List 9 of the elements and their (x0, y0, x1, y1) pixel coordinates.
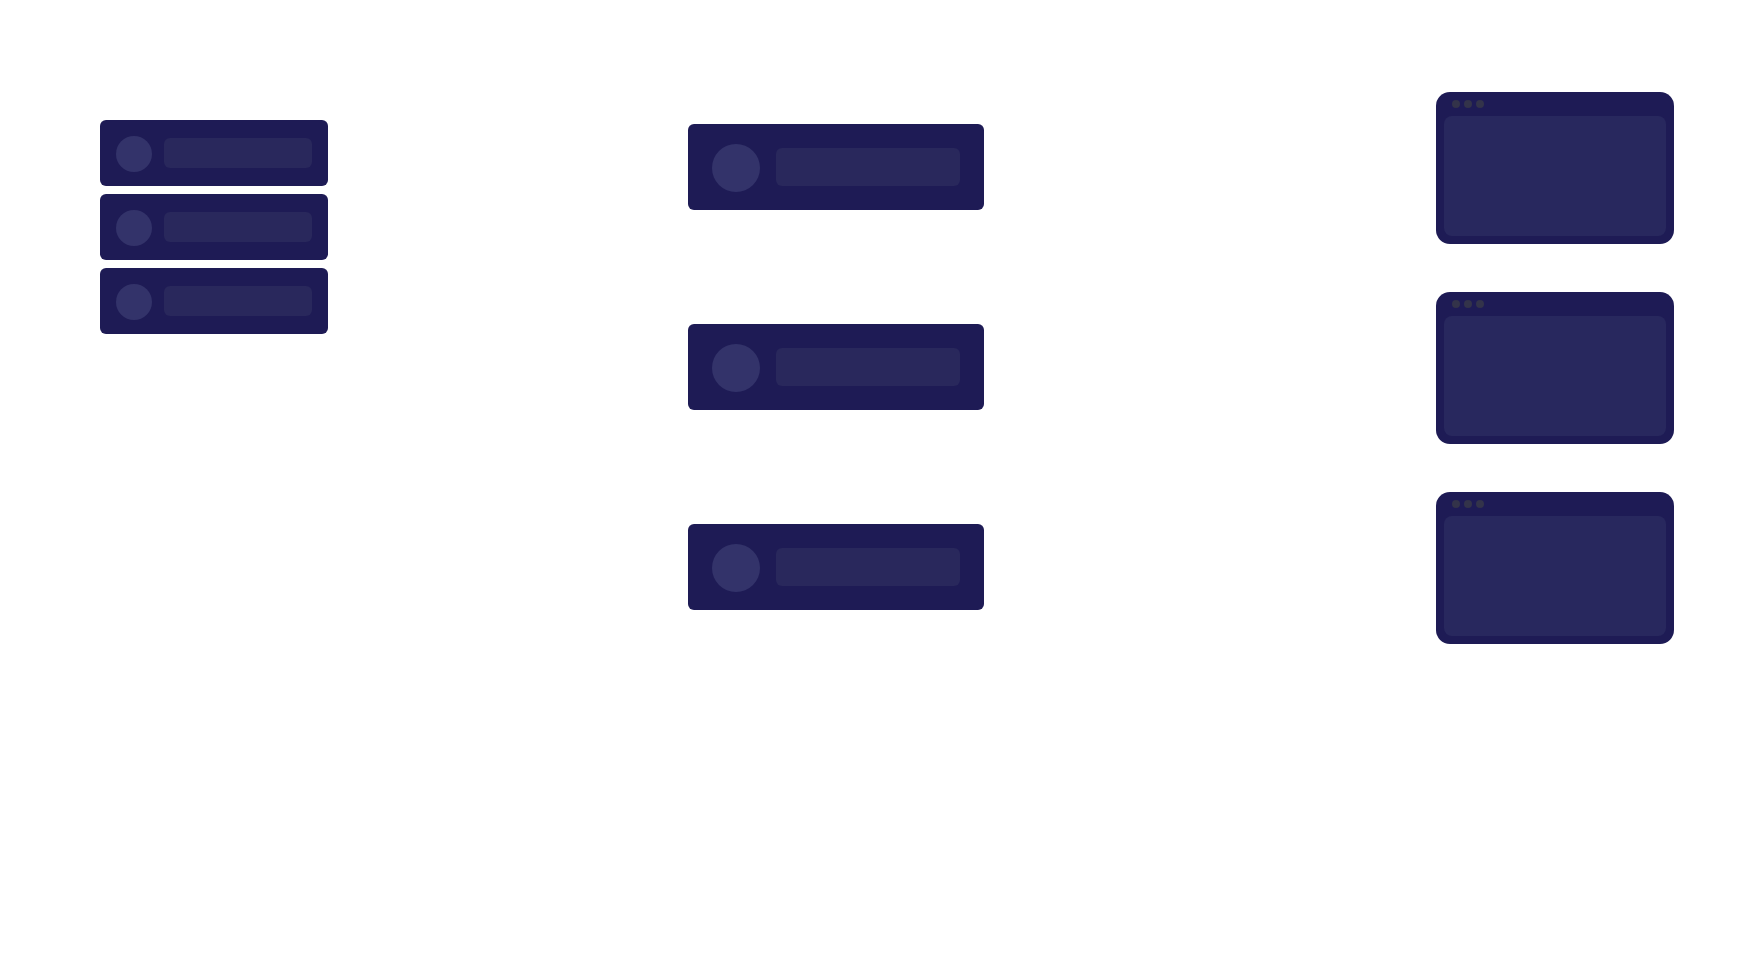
list-item-bar (688, 324, 984, 410)
list-item-bar (100, 120, 328, 186)
list-item-bar (100, 194, 328, 260)
list-item-bar (100, 268, 328, 334)
browser-window-drawing (1436, 492, 1674, 644)
browser-window-drawing (1436, 292, 1674, 444)
list-item-bar (688, 124, 984, 210)
list-item-bar (688, 524, 984, 610)
browser-window-drawing (1436, 92, 1674, 244)
